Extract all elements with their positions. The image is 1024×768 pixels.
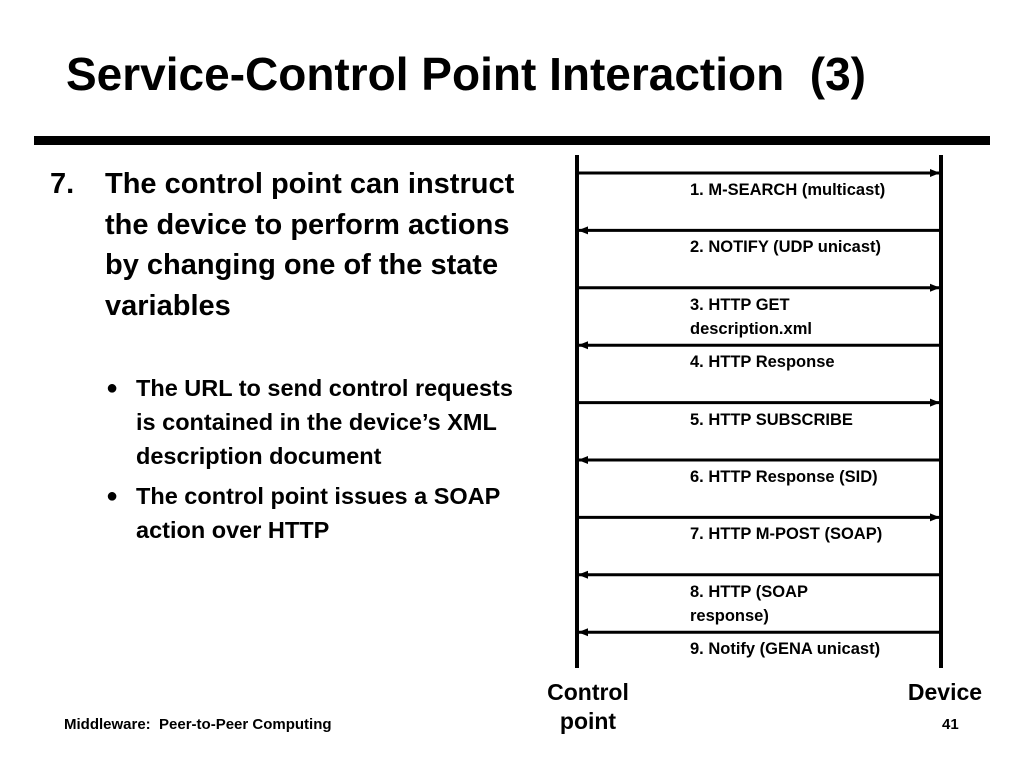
message-label: 1. M-SEARCH (multicast) (690, 181, 886, 199)
message-label: 5. HTTP SUBSCRIBE (690, 410, 853, 429)
footer-course: Middleware: Peer-to-Peer Computing (64, 716, 332, 733)
device-label: Device (907, 679, 983, 705)
control-point-label: Control point (547, 679, 629, 734)
item-number: 7. (50, 168, 75, 200)
bullet-text: The URL to send control requests is cont… (136, 375, 513, 469)
message-label: 2. NOTIFY (UDP unicast) (690, 238, 882, 257)
bullet-icon: ● (106, 377, 119, 399)
bullet-item: ● The control point issues a SOAP action… (104, 479, 524, 547)
message-label: 3. HTTP GET description.xml (690, 295, 812, 338)
bullet-item: ● The URL to send control requests is co… (104, 371, 524, 473)
item-text: The control point can instruct the devic… (105, 168, 515, 322)
message-label: 4. HTTP Response (690, 353, 835, 372)
page-number: 41 (942, 716, 959, 733)
bullet-text: The control point issues a SOAP action o… (136, 483, 500, 543)
message-label: 6. HTTP Response (SID) (690, 468, 878, 486)
bullet-icon: ● (106, 485, 119, 507)
title-divider (34, 136, 990, 145)
message-label: 7. HTTP M-POST (SOAP) (690, 525, 883, 544)
slide-title: Service-Control Point Interaction (3) (66, 48, 866, 100)
message-label: 9. Notify (GENA unicast) (690, 640, 881, 659)
message-label: 8. HTTP (SOAP response) (690, 582, 808, 625)
bullet-list: ● The URL to send control requests is co… (104, 371, 524, 553)
